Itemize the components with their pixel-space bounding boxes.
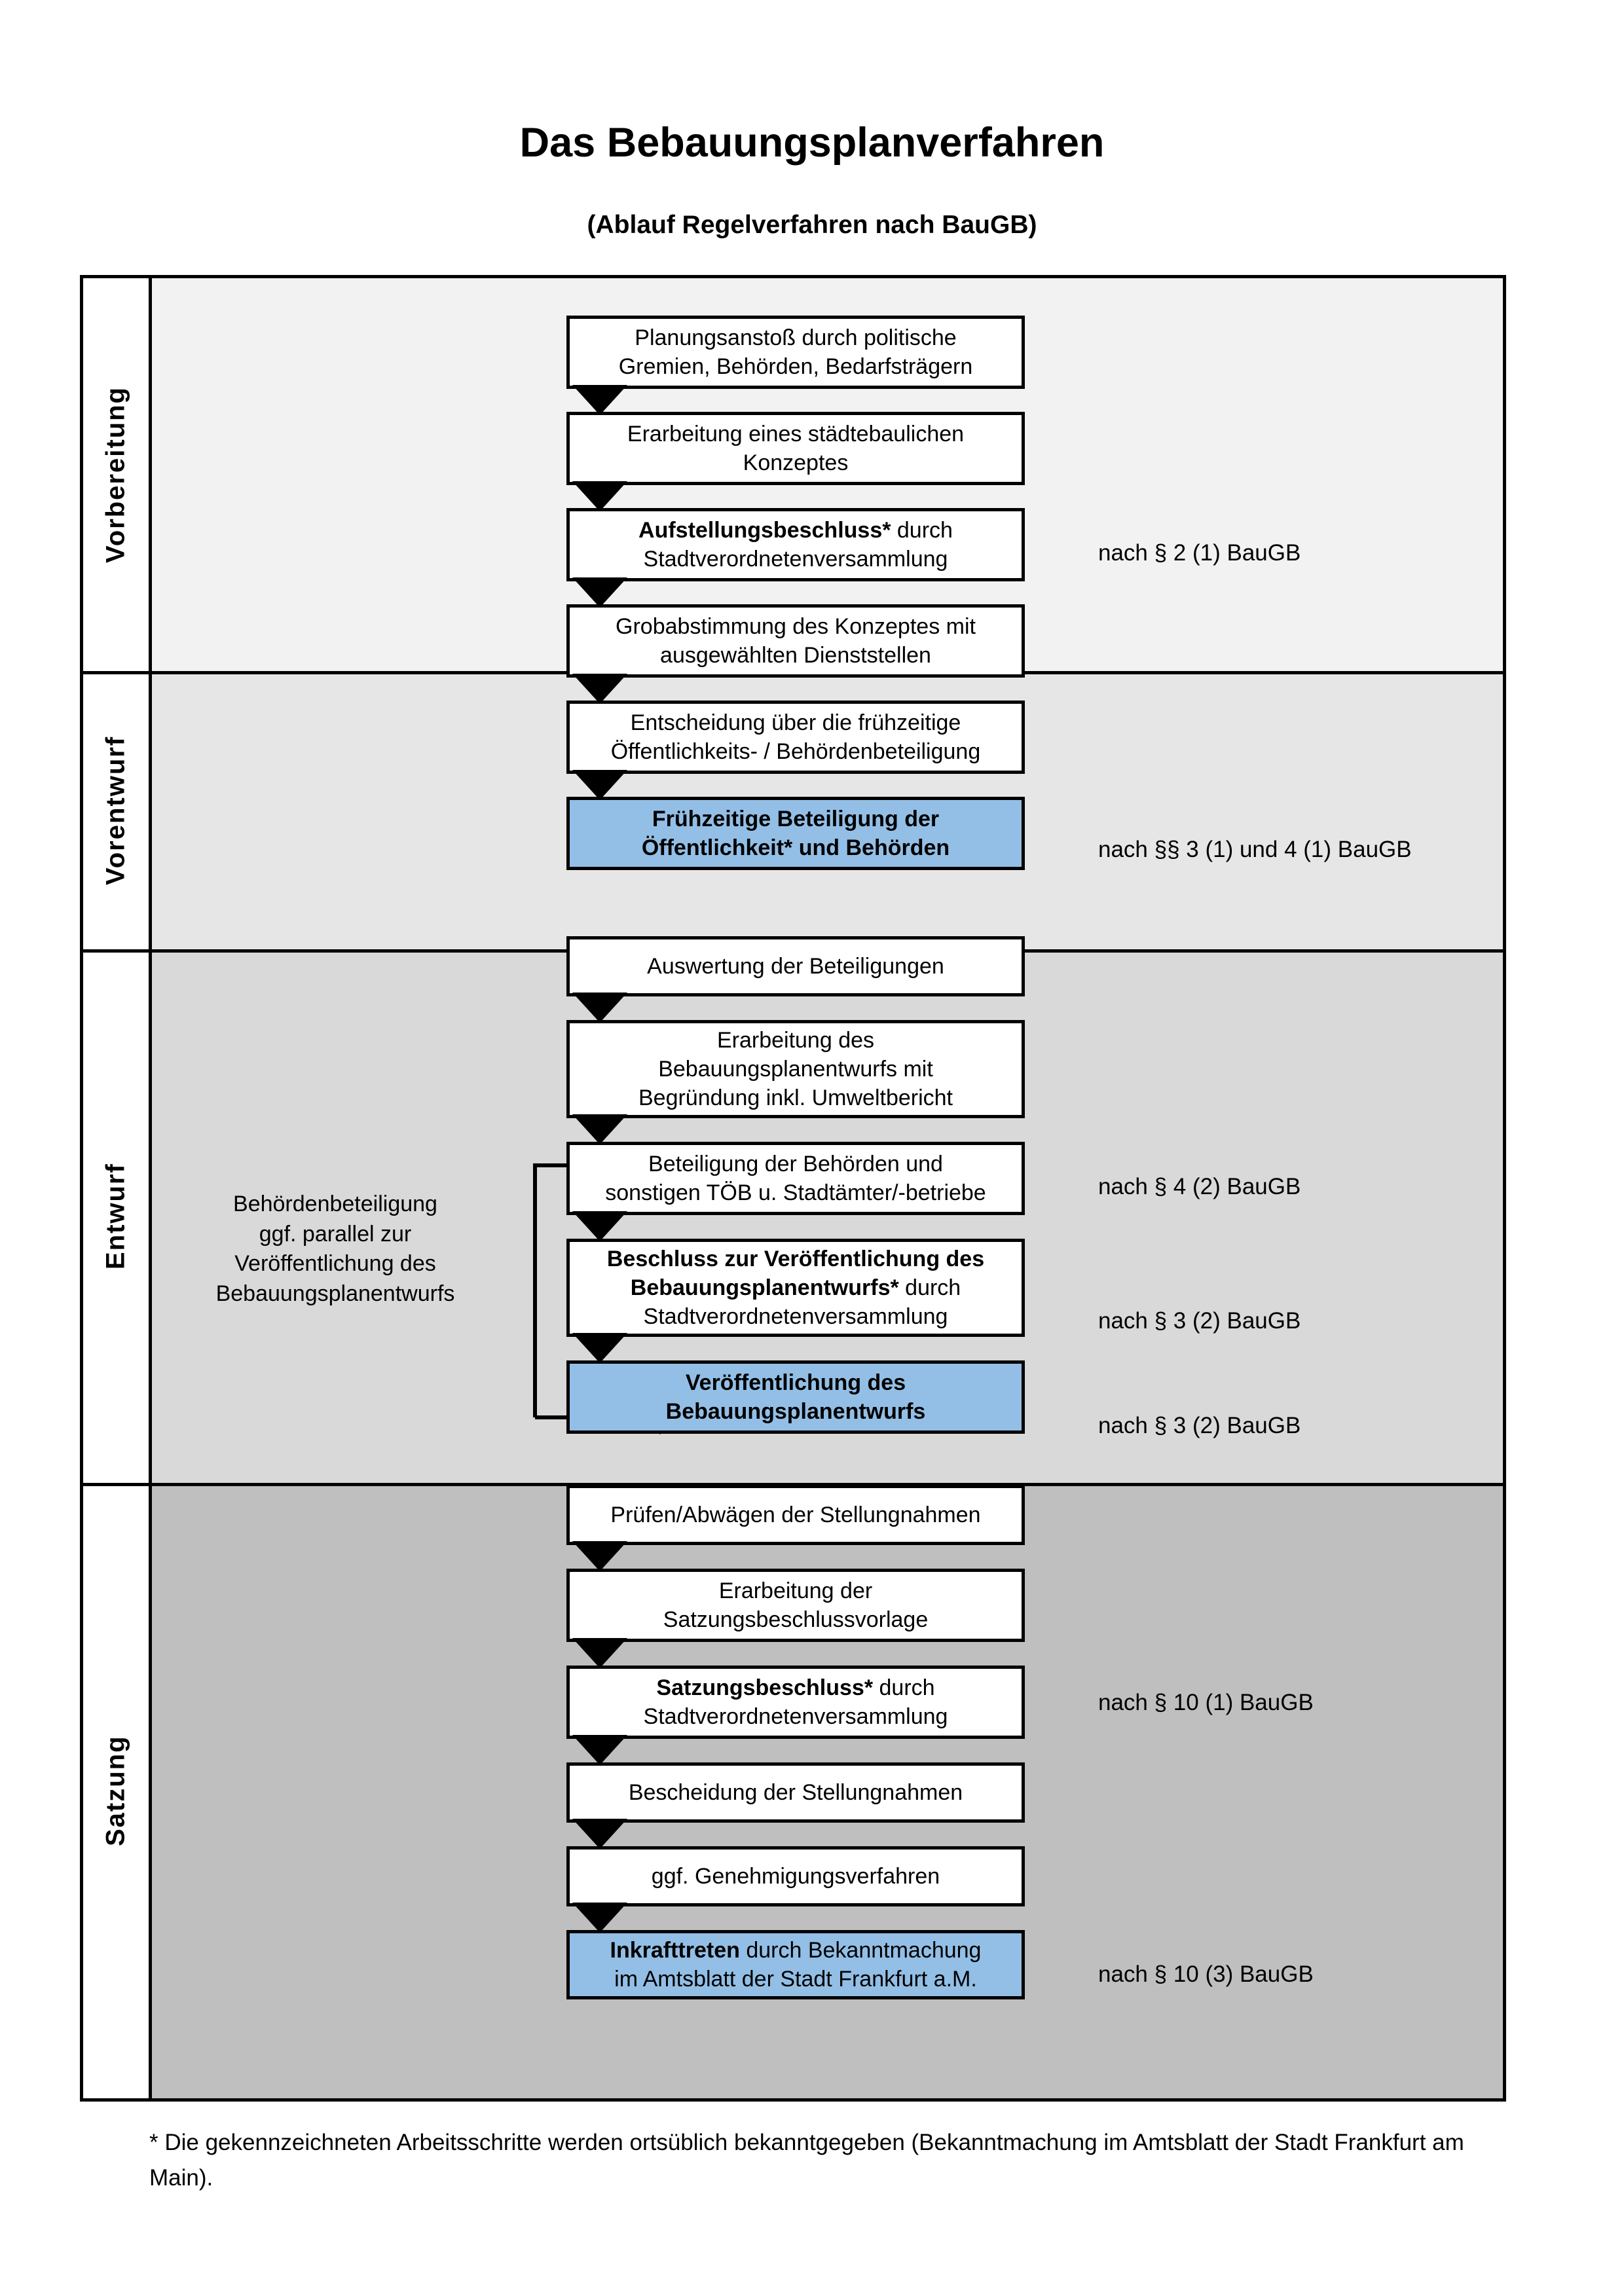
process-box-line: Beschluss zur Veröffentlichung des [607,1245,984,1273]
flow-arrow-down [572,993,627,1023]
phase-label-satzung: Satzung [83,1483,149,2098]
law-note-paragraph-3-2-b: nach § 3 (2) BauGB [1098,1413,1301,1438]
law-note-paragraph-4-2: nach § 4 (2) BauGB [1098,1174,1301,1199]
law-note-paragraph-2-1: nach § 2 (1) BauGB [1098,540,1301,566]
process-box-line: Stadtverordnetenversammlung [643,1304,948,1330]
page-subtitle: (Ablauf Regelverfahren nach BauGB) [587,211,1037,239]
process-box-line: Auswertung der Beteiligungen [647,953,944,979]
phase-label-vorentwurf: Vorentwurf [83,671,149,949]
process-box-bold-text: Aufstellungsbeschluss* [638,517,891,543]
phase-label-text: Satzung [101,1735,130,1846]
process-box-line: Veröffentlichung des [685,1370,906,1395]
band-separator [83,1483,1503,1486]
flow-arrow-down [572,770,627,800]
process-box-bold-text: Inkrafttreten [610,1937,740,1963]
process-box-beschluss-veroeffentlichung[interactable]: Beschluss zur Veröffentlichung des Bebau… [566,1239,1025,1337]
phase-label-vorbereitung: Vorbereitung [83,278,149,671]
flow-arrow-down [572,1638,627,1668]
process-box-veroeffentlichung[interactable]: Veröffentlichung des Bebauungsplanentwur… [566,1360,1025,1434]
process-box-line: Stadtverordnetenversammlung [643,1704,948,1729]
process-box-bold-text: Bebauungsplanentwurfs* [630,1275,899,1300]
process-box-line: Konzeptes [743,450,849,475]
phase-label-text: Vorbereitung [101,386,130,563]
page-title: Das Bebauungsplanverfahren [519,120,1105,166]
flow-arrow-down [572,1819,627,1849]
process-box-line: Planungsanstoß durch politische [635,325,957,350]
process-box-grobabstimmung[interactable]: Grobabstimmung des Konzeptes mit ausgewä… [566,604,1025,678]
process-box-bold-text: Beschluss zur Veröffentlichung des [606,1246,985,1271]
flow-arrow-down [572,674,627,704]
process-box-line: im Amtsblatt der Stadt Frankfurt a.M. [614,1967,977,1992]
process-box-planungsanstoss[interactable]: Planungsanstoß durch politische Gremien,… [566,316,1025,389]
process-box-line: ggf. Genehmigungsverfahren [651,1863,940,1889]
flowchart-frame: Vorbereitung Vorentwurf Entwurf Satzung … [80,275,1506,2102]
process-box-beteiligung-behoerden[interactable]: Beteiligung der Behörden und sonstigen T… [566,1142,1025,1215]
phase-label-text: Entwurf [101,1163,130,1269]
side-note-line: Bebauungsplanentwurfs [215,1281,455,1306]
process-box-inkrafttreten[interactable]: Inkrafttreten durch Bekanntmachung im Am… [566,1930,1025,1999]
process-box-pruefen-abwaegen[interactable]: Prüfen/Abwägen der Stellungnahmen [566,1485,1025,1545]
side-note-line: Behördenbeteiligung [233,1192,437,1216]
process-box-genehmigungsverfahren[interactable]: ggf. Genehmigungsverfahren [566,1846,1025,1906]
process-box-line: Erarbeitung der [718,1578,873,1603]
process-box-bold-text: Satzungsbeschluss* [656,1675,874,1700]
process-box-line: Erarbeitung des [716,1027,875,1053]
law-note-paragraph-10-1: nach § 10 (1) BauGB [1098,1690,1314,1715]
phase-label-entwurf: Entwurf [83,949,149,1483]
footnote-text: * Die gekennzeichneten Arbeitsschritte w… [149,2130,1464,2191]
flow-arrow-down [572,1211,627,1241]
law-note-paragraph-10-3: nach § 10 (3) BauGB [1098,1961,1314,1987]
process-box-erarbeitung-entwurf[interactable]: Erarbeitung des Bebauungsplanentwurfs mi… [566,1020,1025,1118]
process-box-konzept[interactable]: Erarbeitung eines städtebaulichen Konzep… [566,412,1025,485]
side-note-line: Veröffentlichung des [234,1251,436,1277]
process-box-line: Bebauungsplanentwurfs [665,1399,926,1424]
process-box-line: Grobabstimmung des Konzeptes mit [616,613,976,639]
flow-arrow-down [572,1541,627,1571]
process-box-aufstellungsbeschluss[interactable]: Aufstellungsbeschluss* durch Stadtverord… [566,508,1025,581]
process-box-fruehzeitige-beteiligung[interactable]: Frühzeitige Beteiligung der Öffentlichke… [566,797,1025,870]
flow-arrow-down [572,1333,627,1363]
phase-label-column-divider [149,278,152,2098]
process-box-line: sonstigen TÖB u. Stadtämter/-betriebe [605,1180,986,1205]
process-box-line: Satzungsbeschluss* durch [656,1675,935,1700]
process-box-line: Satzungsbeschlussvorlage [663,1607,929,1632]
flow-arrow-down [572,385,627,415]
process-box-line: ausgewählten Dienststellen [660,643,931,668]
law-note-paragraph-3-2-a: nach § 3 (2) BauGB [1098,1308,1301,1334]
process-box-line: Prüfen/Abwägen der Stellungnahmen [610,1502,981,1527]
flow-arrow-down [572,1114,627,1144]
process-box-satzungsbeschlussvorlage[interactable]: Erarbeitung der Satzungsbeschlussvorlage [566,1569,1025,1642]
process-box-satzungsbeschluss[interactable]: Satzungsbeschluss* durch Stadtverordnete… [566,1666,1025,1739]
process-box-line: Inkrafttreten durch Bekanntmachung [610,1937,982,1963]
process-box-line: Öffentlichkeit* und Behörden [641,835,950,860]
process-box-line: Gremien, Behörden, Bedarfsträgern [618,354,973,379]
process-box-line: Bebauungsplanentwurfs* durch [630,1275,961,1300]
process-box-line: Entscheidung über die frühzeitige [630,710,961,735]
process-box-line: Frühzeitige Beteiligung der [652,806,940,831]
process-box-line: Öffentlichkeits- / Behördenbeteiligung [610,739,981,764]
process-box-bescheidung[interactable]: Bescheidung der Stellungnahmen [566,1762,1025,1823]
flow-arrow-down [572,577,627,608]
flow-arrow-down [572,1735,627,1765]
side-note-parallel-procedure: Behördenbeteiligung ggf. parallel zur Ve… [194,1190,476,1309]
law-note-paragraph-3-1-4-1: nach §§ 3 (1) und 4 (1) BauGB [1098,837,1412,862]
side-note-line: ggf. parallel zur [259,1221,412,1247]
process-box-auswertung[interactable]: Auswertung der Beteiligungen [566,936,1025,996]
process-box-line: Stadtverordnetenversammlung [643,547,948,572]
process-box-line: Aufstellungsbeschluss* durch [638,517,953,543]
process-box-line: Begründung inkl. Umweltbericht [638,1085,953,1111]
flow-arrow-down [572,481,627,511]
flow-arrow-down [572,1903,627,1933]
process-box-line: Bebauungsplanentwurfs mit [658,1056,933,1082]
process-box-line: Bescheidung der Stellungnahmen [628,1779,963,1805]
process-box-entscheidung-beteiligung[interactable]: Entscheidung über die frühzeitige Öffent… [566,701,1025,774]
process-box-line: Beteiligung der Behörden und [648,1151,943,1176]
phase-label-text: Vorentwurf [101,735,130,885]
process-box-line: Erarbeitung eines städtebaulichen [627,421,965,446]
